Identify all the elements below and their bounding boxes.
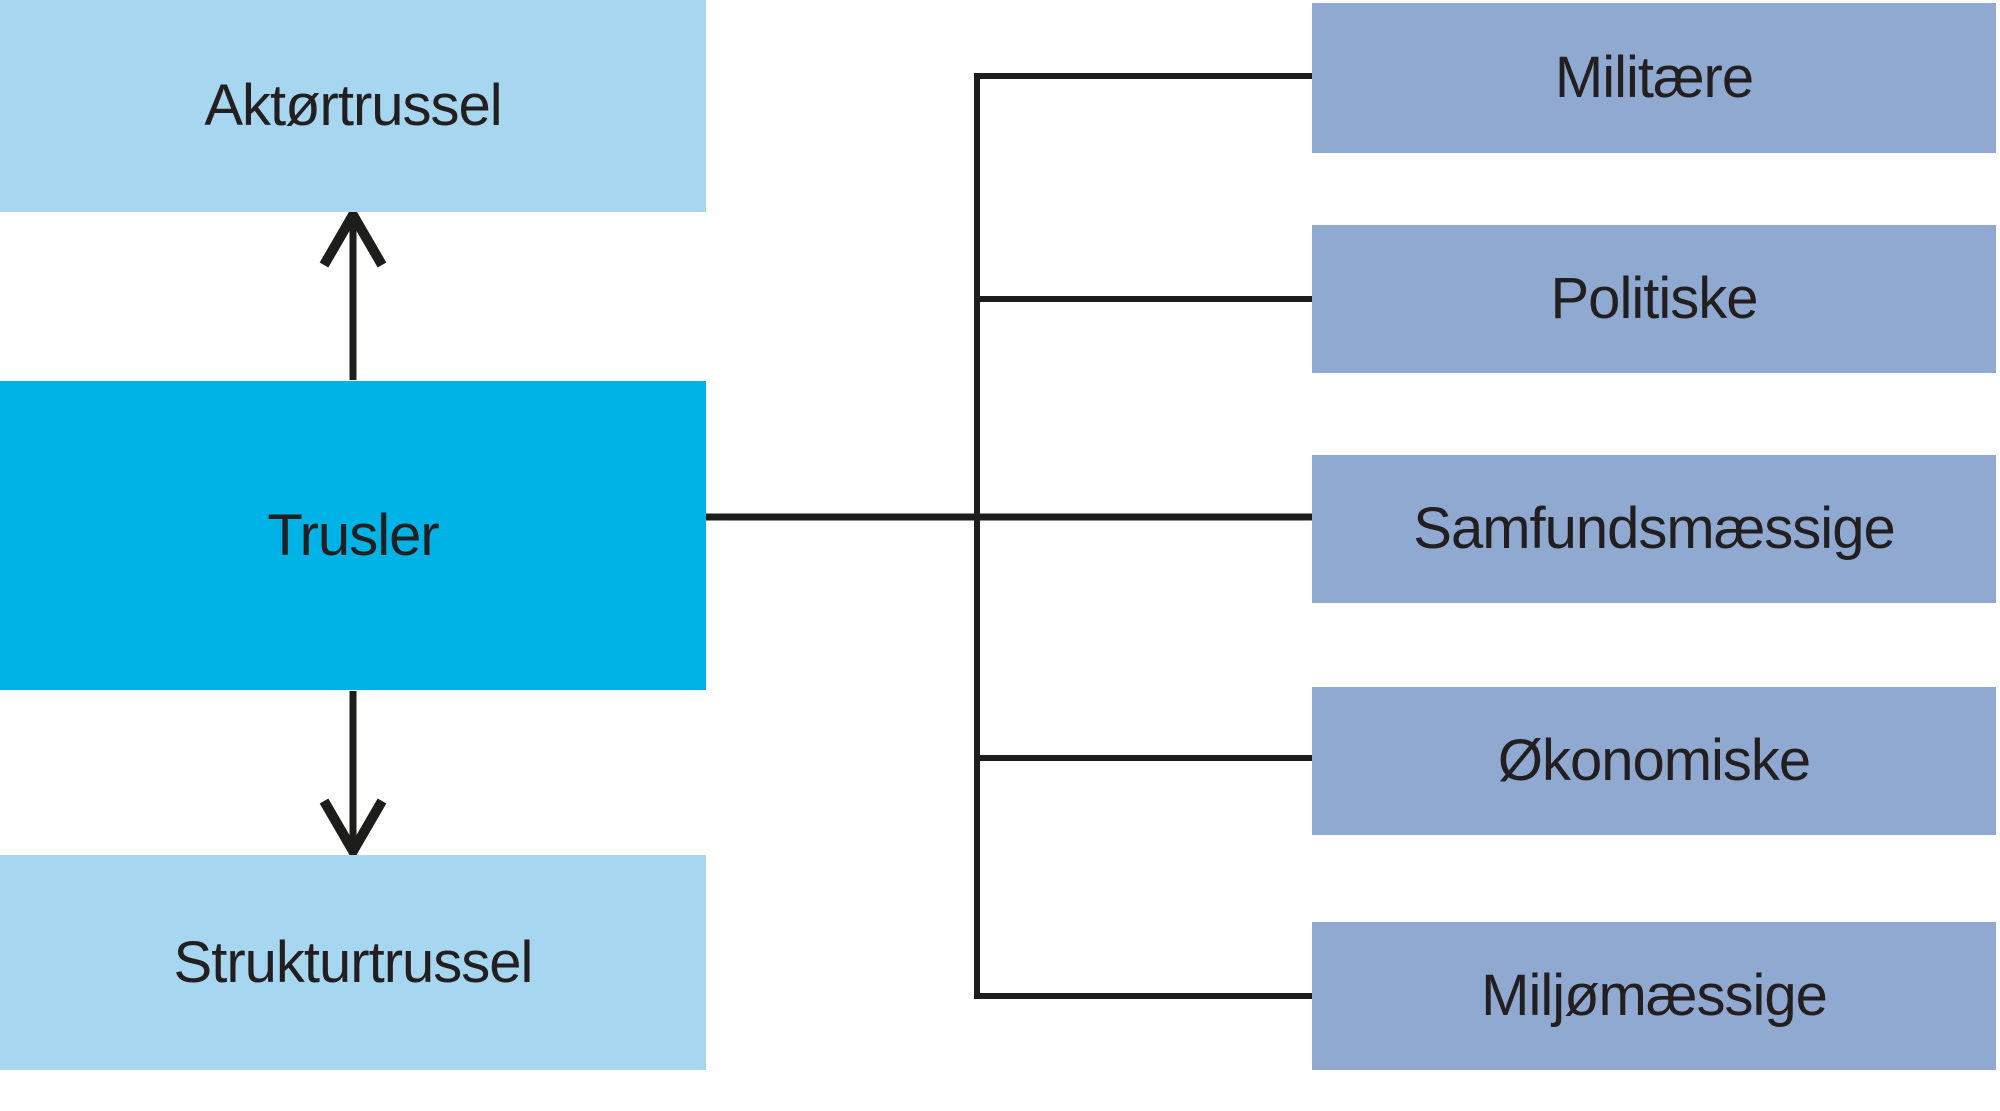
box-politiske-label: Politiske — [1550, 266, 1759, 332]
box-aktortrussel-label: Aktørtrussel — [204, 73, 502, 139]
box-miljomaessige: Miljømæssige — [1312, 922, 1996, 1070]
box-aktortrussel: Aktørtrussel — [0, 0, 706, 212]
box-samfundsmaessige-label: Samfundsmæssige — [1413, 496, 1895, 562]
box-trusler-label: Trusler — [267, 502, 439, 568]
box-militaere-label: Militære — [1554, 45, 1754, 111]
up-arrow-head — [319, 205, 387, 268]
box-okonomiske-label: Økonomiske — [1497, 728, 1811, 794]
box-miljomaessige-label: Miljømæssige — [1481, 963, 1828, 1029]
box-militaere: Militære — [1312, 3, 1996, 153]
down-arrow-icon — [319, 691, 387, 861]
box-strukturtrussel-label: Strukturtrussel — [173, 929, 534, 995]
down-arrow-head — [319, 798, 387, 861]
box-trusler: Trusler — [0, 381, 706, 690]
box-okonomiske: Økonomiske — [1312, 687, 1996, 835]
box-strukturtrussel: Strukturtrussel — [0, 855, 706, 1070]
box-politiske: Politiske — [1312, 225, 1996, 373]
up-arrow-icon — [319, 205, 387, 380]
box-samfundsmaessige: Samfundsmæssige — [1312, 455, 1996, 603]
